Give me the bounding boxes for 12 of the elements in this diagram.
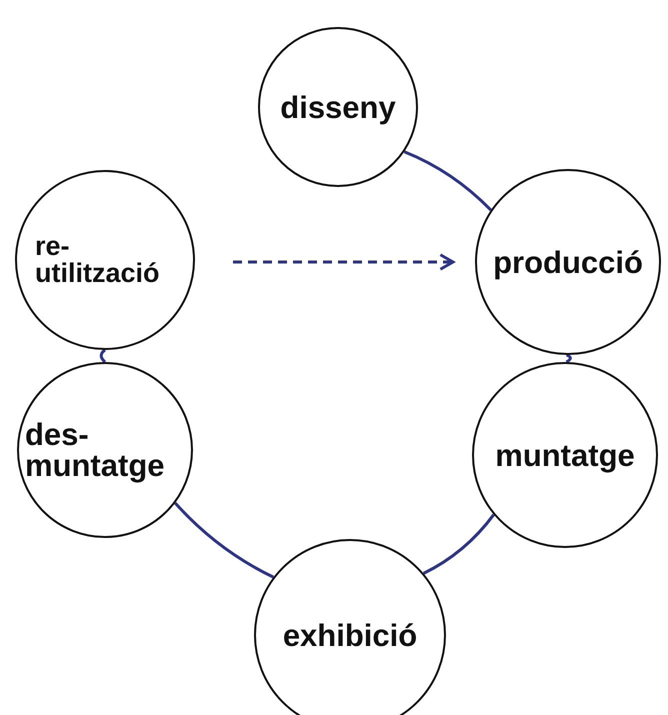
stage-label: disseny (279, 92, 397, 122)
stage-label: re- utilització (35, 233, 161, 287)
stage-label: muntatge (494, 440, 636, 470)
connector-line (566, 354, 572, 364)
connector-line (100, 348, 106, 364)
stage-label: des- muntatge (25, 419, 166, 481)
stage-label: producció (492, 246, 644, 278)
connector-line (404, 150, 492, 212)
arrow (233, 253, 454, 271)
connector-line (174, 502, 274, 578)
connector-line (422, 514, 495, 575)
stage-label: exhibició (282, 620, 418, 650)
